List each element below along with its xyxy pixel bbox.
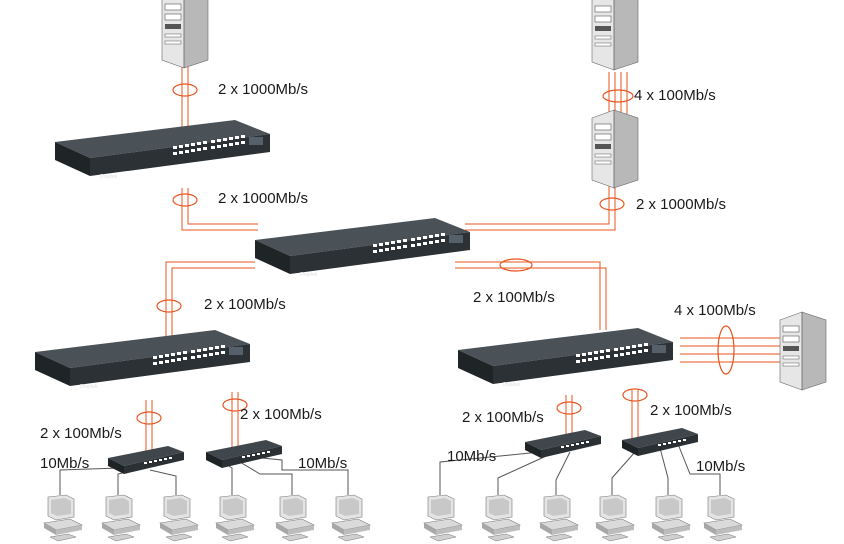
hub-bottom-left-b [206, 440, 282, 468]
link-label-right-switch-server: 4 x 100Mb/s [674, 302, 756, 319]
link-lines [145, 66, 782, 452]
pc [159, 494, 199, 542]
pc-cables [59, 443, 721, 495]
server-top-left [161, 0, 209, 69]
hub-bottom-right-b [622, 428, 698, 456]
link-label-bl-hub-a-pcs: 10Mb/s [40, 455, 90, 472]
svg-text:Draytek: Draytek [300, 272, 318, 278]
pc [43, 494, 83, 542]
svg-text:Draytek: Draytek [503, 382, 521, 388]
pc [539, 494, 579, 542]
pc [595, 494, 635, 542]
pc [275, 494, 315, 542]
pc [703, 494, 743, 542]
pc [423, 494, 463, 542]
link-label-left-switch-down: 2 x 1000Mb/s [218, 190, 309, 207]
pc [215, 494, 255, 542]
link-label-right-server-down: 2 x 1000Mb/s [636, 196, 727, 213]
switch-top-left [55, 120, 270, 176]
server-top-right [591, 0, 639, 71]
link-aggregation-ellipses [136, 83, 735, 425]
switch-bottom-left [35, 330, 250, 386]
switch-brand-labels: Draytek Draytek Draytek Draytek [80, 174, 521, 390]
server-right-middle [591, 109, 639, 189]
svg-text:Draytek: Draytek [80, 384, 98, 390]
link-label-bl-hub-a: 2 x 100Mb/s [40, 425, 122, 442]
link-label-bl-hub-b-pcs: 10Mb/s [298, 455, 348, 472]
link-label-right-servers: 4 x 100Mb/s [634, 87, 716, 104]
pc [651, 494, 691, 542]
svg-text:Draytek: Draytek [100, 174, 118, 180]
link-label-br-hub-b: 2 x 100Mb/s [650, 402, 732, 419]
link-label-core-to-right: 2 x 100Mb/s [473, 289, 555, 306]
hub-bottom-right-a [525, 430, 601, 458]
link-label-br-hub-a: 2 x 100Mb/s [462, 409, 544, 426]
link-label-br-hub-b-pcs: 10Mb/s [696, 458, 746, 475]
pc [331, 494, 371, 542]
link-label-core-to-left: 2 x 100Mb/s [204, 296, 286, 313]
pc [101, 494, 141, 542]
switch-core [255, 218, 470, 274]
link-label-br-hub-a-pcs: 10Mb/s [447, 448, 497, 465]
pc [481, 494, 521, 542]
link-label-bl-hub-b: 2 x 100Mb/s [240, 406, 322, 423]
switch-bottom-right [458, 328, 673, 384]
link-label-top-left-server: 2 x 1000Mb/s [218, 81, 309, 98]
server-right-bottom [779, 311, 827, 391]
